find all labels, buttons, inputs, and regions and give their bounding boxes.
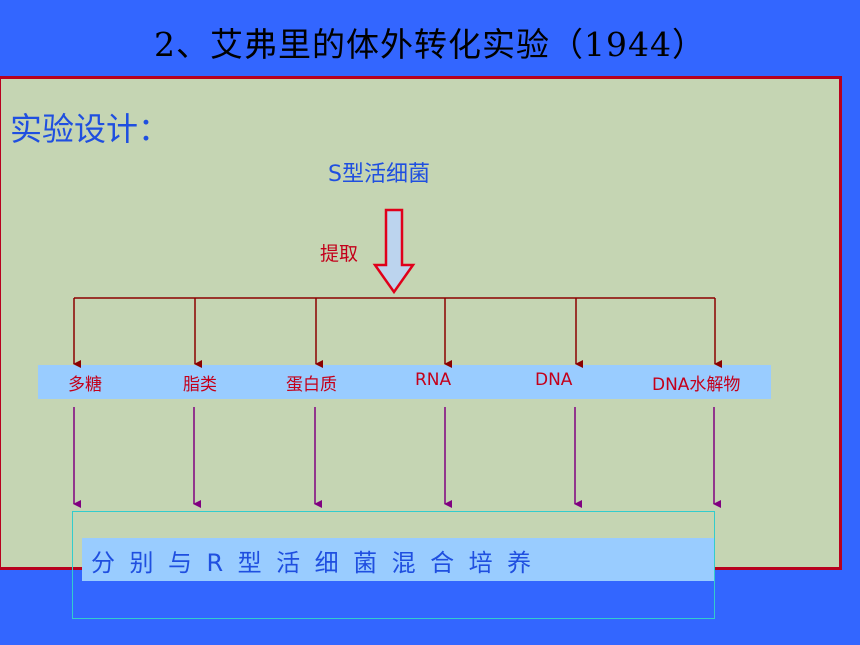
extract-arrow-icon bbox=[372, 208, 416, 295]
source-label: S型活细菌 bbox=[328, 162, 430, 187]
fraction-lipid: 脂类 bbox=[183, 375, 217, 395]
content-panel bbox=[0, 76, 842, 570]
fraction-protein: 蛋白质 bbox=[286, 375, 337, 395]
fraction-rna: RNA bbox=[415, 370, 452, 390]
section-heading: 实验设计： bbox=[10, 110, 171, 148]
fraction-dna: DNA bbox=[535, 370, 573, 390]
slide-title: 2、艾弗里的体外转化实验（1944） bbox=[154, 25, 706, 64]
fraction-dna-hydrolysate: DNA水解物 bbox=[652, 375, 741, 395]
result-band bbox=[82, 538, 714, 581]
fractions-band bbox=[38, 365, 771, 399]
result-text: 分别与R型活细菌混合培养 bbox=[91, 549, 546, 577]
result-frame bbox=[72, 511, 715, 619]
fraction-polysaccharide: 多糖 bbox=[68, 375, 102, 395]
extract-label: 提取 bbox=[320, 243, 359, 265]
